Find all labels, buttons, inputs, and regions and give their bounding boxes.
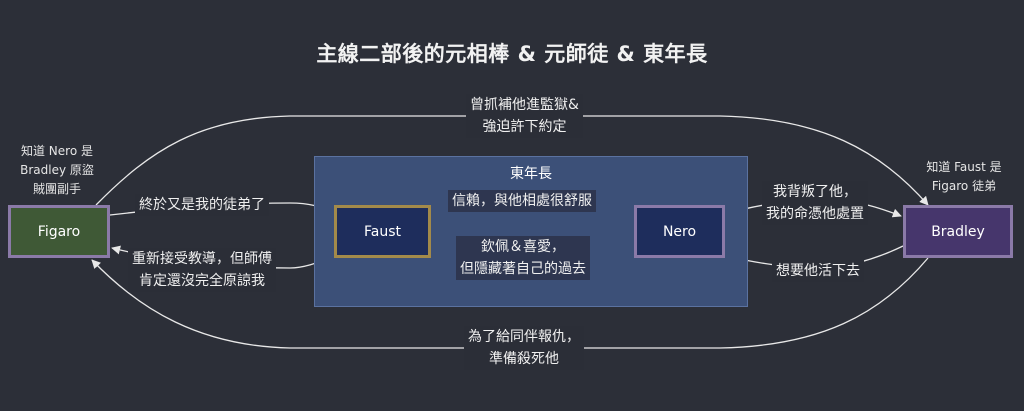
edge-label-bradley-to-nero: 想要他活下去 (772, 260, 864, 282)
note-figaro-line: 知道 Nero 是 (20, 144, 93, 158)
edge-label-figaro-to-faust: 終於又是我的徒弟了 (135, 194, 269, 216)
node-faust-label: Faust (363, 223, 401, 240)
edge-label-line: 我背叛了他， (773, 184, 857, 200)
edge-label-line: 信賴，與他相處很舒服 (452, 193, 592, 209)
edge-label-line: 強迫許下約定 (482, 119, 567, 135)
edge-label-figaro-to-bradley: 曾抓補他進監獄& 強迫許下約定 (466, 94, 583, 138)
node-faust[interactable]: Faust (334, 205, 431, 258)
edge-label-line: 準備殺死他 (489, 351, 559, 367)
note-bradley: 知道 Faust 是 Figaro 徒弟 (916, 158, 1012, 196)
note-bradley-line: Figaro 徒弟 (931, 179, 997, 193)
node-bradley[interactable]: Bradley (903, 205, 1013, 258)
node-bradley-label: Bradley (931, 223, 985, 240)
edge-label-line: 曾抓補他進監獄& (470, 97, 579, 113)
note-figaro-line: Bradley 原盜 (20, 163, 94, 177)
node-nero[interactable]: Nero (634, 205, 725, 258)
node-figaro[interactable]: Figaro (8, 205, 110, 258)
edge-label-line: 但隱藏著自己的過去 (460, 261, 586, 277)
edge-label-nero-to-faust: 欽佩＆喜愛， 但隱藏著自己的過去 (456, 236, 590, 280)
edge-label-bradley-to-figaro: 為了給同伴報仇， 準備殺死他 (464, 326, 584, 370)
edge-label-line: 想要他活下去 (776, 263, 860, 279)
edge-label-line: 欽佩＆喜愛， (481, 239, 565, 255)
edge-label-line: 重新接受教導，但師傅 (132, 251, 272, 267)
edge-label-nero-to-bradley: 我背叛了他， 我的命憑他處置 (762, 181, 868, 225)
note-figaro: 知道 Nero 是 Bradley 原盜 賊團副手 (14, 142, 100, 199)
diagram-title: 主線二部後的元相棒 & 元師徒 & 東年長 (316, 42, 708, 66)
edge-label-line: 我的命憑他處置 (766, 206, 864, 222)
note-bradley-line: 知道 Faust 是 (926, 160, 1002, 174)
group-label: 東年長 (510, 166, 552, 182)
node-figaro-label: Figaro (37, 223, 81, 240)
edge-label-faust-to-nero: 信賴，與他相處很舒服 (448, 190, 596, 212)
edge-label-line: 終於又是我的徒弟了 (139, 197, 265, 213)
edge-label-line: 肯定還沒完全原諒我 (139, 273, 265, 289)
edge-label-faust-to-figaro: 重新接受教導，但師傅 肯定還沒完全原諒我 (128, 248, 276, 292)
note-figaro-line: 賊團副手 (32, 182, 81, 196)
node-nero-label: Nero (662, 223, 697, 240)
edge-label-line: 為了給同伴報仇， (468, 329, 580, 345)
